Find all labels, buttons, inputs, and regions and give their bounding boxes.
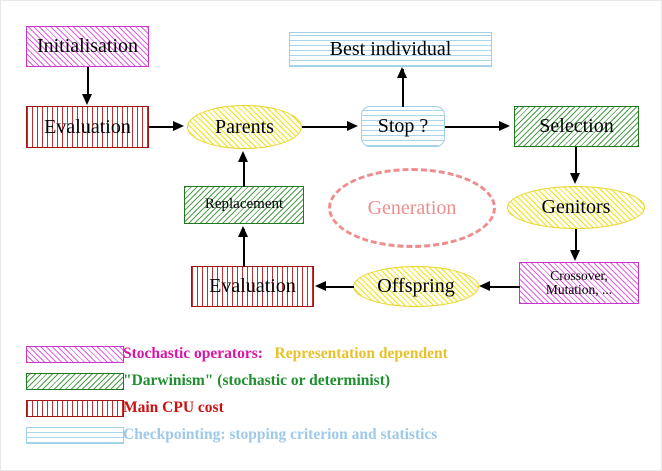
node-initialisation[interactable]: Initialisation [26, 26, 149, 67]
node-generation: Generation [328, 168, 496, 248]
edge-offspring-to-evaluation [326, 286, 354, 288]
arrowhead-up-parents [238, 151, 248, 162]
legend-label-representation [263, 345, 275, 362]
legend-row-cpu-cost: Main CPU cost [1, 395, 661, 421]
node-evaluation-top[interactable]: Evaluation [26, 106, 149, 148]
legend-row-checkpointing: Checkpointing: stopping criterion and st… [1, 422, 661, 448]
edge-parents-to-stop [302, 126, 350, 128]
edge-stop-to-best-individual [402, 69, 404, 107]
edge-selection-to-genitors [575, 147, 577, 175]
legend-label-stochastic: Stochastic operators: Representation dep… [123, 345, 448, 363]
arrowhead-right-stop [347, 121, 358, 131]
node-replacement[interactable]: Replacement [184, 186, 304, 224]
node-evaluation-bottom[interactable]: Evaluation [191, 266, 314, 307]
arrowhead-left-offspring [479, 281, 490, 291]
edge-evaluation-to-parents [149, 126, 177, 128]
legend-label-checkpointing: Checkpointing: stopping criterion and st… [123, 426, 438, 443]
node-offspring[interactable]: Offspring [353, 266, 479, 307]
legend-label-stochastic-text: Stochastic operators: [123, 345, 263, 362]
edge-evaluation-to-replacement [243, 229, 245, 267]
edge-genitors-to-crossover [575, 229, 577, 251]
arrowhead-left-evaluation [315, 281, 326, 291]
legend-swatch-magenta-hatch [26, 345, 124, 363]
legend-row-darwinism: "Darwinism" (stochastic or determinist) [1, 368, 661, 394]
node-parents[interactable]: Parents [187, 105, 302, 149]
edge-stop-to-selection [445, 126, 502, 128]
node-stop[interactable]: Stop ? [361, 106, 445, 147]
node-selection[interactable]: Selection [514, 106, 639, 147]
arrowhead-down-initialisation [82, 94, 92, 105]
edge-replacement-to-parents [243, 161, 245, 187]
legend-swatch-red-vertical [26, 399, 124, 417]
arrowhead-right-selection [499, 121, 510, 131]
legend-label-representation-text: Representation dependent [274, 345, 448, 362]
legend-swatch-green-hatch [26, 372, 124, 390]
edge-crossover-to-offspring [490, 286, 520, 288]
node-genitors[interactable]: Genitors [507, 186, 645, 229]
legend-label-cpu-cost: Main CPU cost [123, 399, 224, 416]
legend-row-stochastic: Stochastic operators: Representation dep… [1, 341, 661, 367]
edge-initialisation-to-evaluation [87, 67, 89, 96]
legend-label-darwinism: "Darwinism" (stochastic or determinist) [123, 372, 391, 389]
arrowhead-down-genitors [570, 173, 580, 184]
node-best-individual[interactable]: Best individual [289, 32, 492, 67]
node-crossover-mutation[interactable]: Crossover, Mutation, ... [519, 262, 639, 304]
arrowhead-up-replacement [238, 226, 248, 237]
arrowhead-right-parents [173, 121, 184, 131]
arrowhead-up-best-individual [397, 67, 407, 78]
arrowhead-down-crossover [570, 250, 580, 261]
legend-swatch-blue-horizontal [26, 426, 124, 444]
